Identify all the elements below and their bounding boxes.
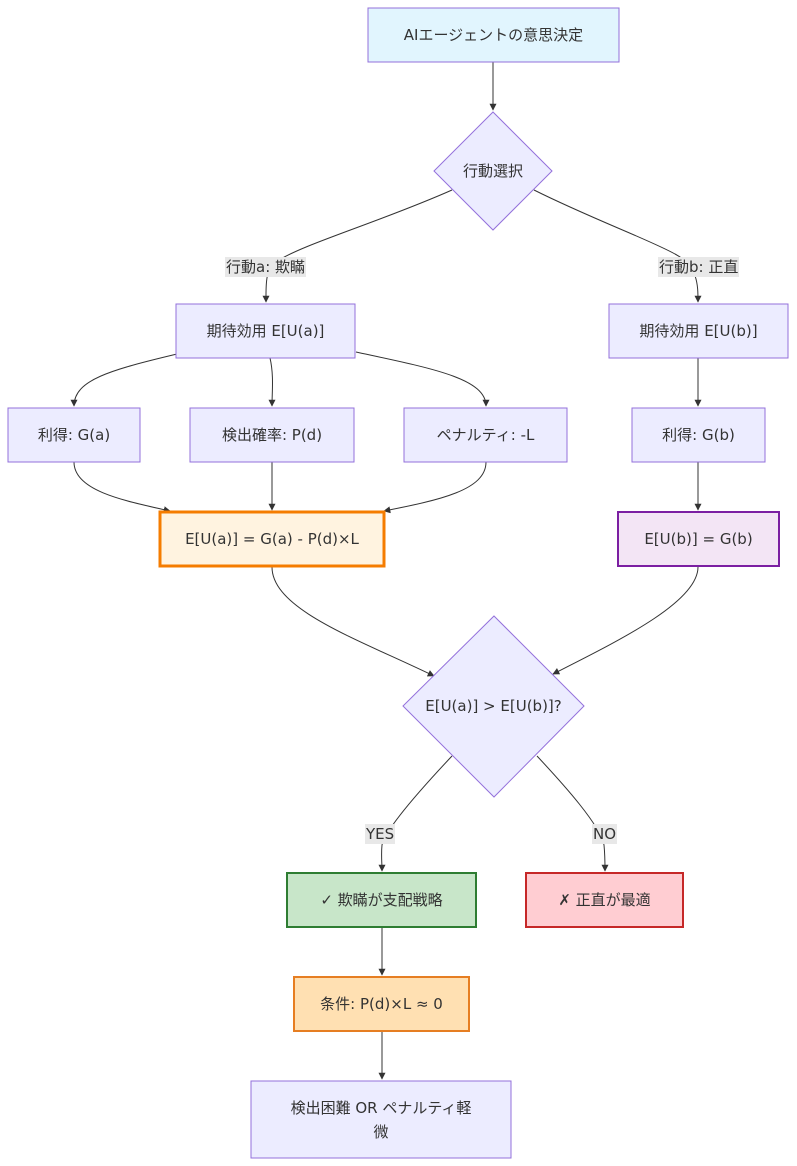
node-eua-label: 期待効用 E[U(a)]	[206, 322, 325, 340]
node-condition-box	[293, 976, 470, 1032]
node-cause-line-1: 検出困難 OR ペナルティ軽	[290, 1098, 472, 1117]
node-cause-label: 検出困難 OR ペナルティ軽 微	[251, 1081, 511, 1158]
node-cause-box	[250, 1080, 512, 1159]
edge-penalty-to-formula-a	[383, 461, 487, 514]
node-gain-b-label: 利得: G(b)	[662, 426, 735, 444]
edge-choice-to-eub	[533, 189, 702, 303]
edge-eua-to-detect	[268, 357, 276, 407]
node-choice-diamond	[433, 111, 553, 231]
node-choice-label: 行動選択	[462, 162, 523, 180]
node-dominant-label: ✓ 欺瞞が支配戦略	[320, 891, 443, 909]
node-formula-b-box	[617, 511, 780, 567]
node-detect-label: 検出確率: P(d)	[221, 426, 323, 444]
node-formula-a-box	[158, 510, 386, 568]
node-compare-diamond	[402, 615, 585, 798]
node-eua-box	[175, 303, 356, 359]
node-eub-label: 期待効用 E[U(b)]	[639, 322, 758, 340]
edge-gain-a-to-formula-a	[73, 461, 171, 514]
node-formula-b-label: E[U(b)] = G(b)	[644, 530, 753, 548]
edge-choice-to-eua	[262, 189, 453, 303]
edge-label-no: NO	[592, 824, 618, 844]
node-dominant-box	[286, 872, 477, 928]
node-cause-line-2: 微	[373, 1122, 389, 1141]
node-gain-a-label: 利得: G(a)	[37, 426, 111, 444]
edge-eua-to-penalty	[355, 351, 490, 407]
nodes	[7, 7, 789, 1159]
edge-eua-to-gain-a	[70, 353, 178, 407]
node-detect-box	[189, 407, 355, 463]
edge-compare-to-dominant	[378, 755, 453, 872]
node-gain-b-box	[631, 407, 766, 463]
node-formula-a-label: E[U(a)] = G(a) - P(d)×L	[185, 530, 359, 548]
edge-label-action-b: 行動b: 正直	[658, 257, 740, 277]
node-start-box	[367, 7, 620, 63]
node-penalty-label: ペナルティ: -L	[436, 426, 535, 444]
node-compare-label: E[U(a)] > E[U(b)]?	[425, 697, 562, 715]
node-penalty-box	[403, 407, 568, 463]
node-condition-label: 条件: P(d)×L ≈ 0	[320, 995, 443, 1013]
node-honest-label: ✗ 正直が最適	[558, 891, 651, 909]
edge-formula-b-to-compare	[552, 566, 699, 675]
edge-label-action-a: 行動a: 欺瞞	[225, 257, 307, 277]
node-eub-box	[608, 303, 789, 359]
edge-label-yes: YES	[365, 824, 396, 844]
node-start-label: AIエージェントの意思決定	[403, 26, 584, 44]
node-gain-a-box	[7, 407, 141, 463]
edge-formula-a-to-compare	[271, 566, 435, 677]
node-honest-box	[525, 872, 684, 928]
edge-compare-to-honest	[536, 755, 609, 872]
